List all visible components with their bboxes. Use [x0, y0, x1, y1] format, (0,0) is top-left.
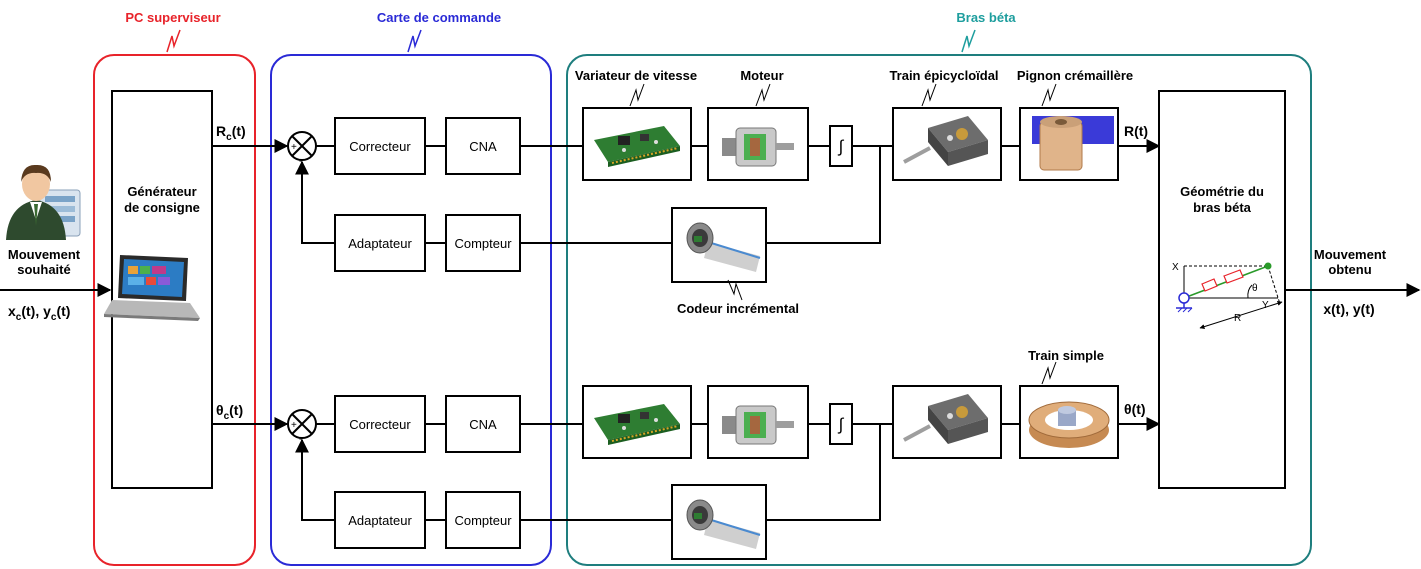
sketch-theta-label: θ [1252, 283, 1258, 294]
pc-superviseur-label: PC superviseur [125, 10, 220, 25]
input-label-line2: souhaité [17, 262, 70, 277]
compteur-label-theta: Compteur [454, 513, 512, 528]
output-label-line2: obtenu [1328, 262, 1371, 277]
geometrie-line1: Géométrie du [1180, 184, 1264, 199]
theta-output-label: θ(t) [1124, 401, 1146, 417]
variateur-label: Variateur de vitesse [575, 68, 697, 83]
r-output-label: R(t) [1124, 123, 1148, 139]
moteur-link-squiggle [756, 84, 770, 106]
variateur-link-squiggle [630, 84, 644, 106]
arm-link-squiggle [962, 30, 975, 52]
card-link-squiggle [408, 30, 421, 52]
correcteur-label-theta: Correcteur [349, 417, 411, 432]
sketch-r-label: R [1234, 313, 1241, 324]
train-epi-link-squiggle [922, 84, 936, 106]
train-epi-label: Train épicycloïdal [889, 68, 998, 83]
sketch-x-label: X [1172, 262, 1179, 273]
thetac-signal-label: θc(t) [216, 402, 243, 422]
train-simple-label: Train simple [1028, 348, 1104, 363]
correcteur-label-r: Correcteur [349, 139, 411, 154]
adaptateur-label-theta: Adaptateur [348, 513, 412, 528]
pignon-link-squiggle [1042, 84, 1056, 106]
pc-link-squiggle [167, 30, 180, 52]
sum-r-plus: + [291, 142, 297, 153]
feedback-theta-wire [302, 440, 335, 520]
geometrie-block [1159, 91, 1285, 488]
input-label-line1: Mouvement [8, 247, 81, 262]
bras-beta-label: Bras béta [956, 10, 1016, 25]
feedback-r-wire [302, 162, 335, 243]
output-label-line1: Mouvement [1314, 247, 1387, 262]
sketch-y-label: Y [1262, 300, 1269, 311]
train-simple-link-squiggle [1042, 362, 1056, 384]
generateur-line2: de consigne [124, 200, 200, 215]
adaptateur-label-r: Adaptateur [348, 236, 412, 251]
rc-signal-label: Rc(t) [216, 123, 246, 143]
compteur-label-r: Compteur [454, 236, 512, 251]
spur-gear-icon [1029, 402, 1109, 448]
pignon-label: Pignon crémaillère [1017, 68, 1133, 83]
geometrie-line2: bras béta [1193, 200, 1252, 215]
cna-label-r: CNA [469, 139, 497, 154]
generateur-line1: Générateur [127, 184, 196, 199]
input-signal-label: xc(t), yc(t) [8, 303, 70, 323]
user-icon [6, 165, 80, 240]
sum-theta-plus: + [291, 420, 297, 431]
output-signal-label: x(t), y(t) [1323, 301, 1374, 317]
carte-commande-label: Carte de commande [377, 10, 501, 25]
codeur-label: Codeur incrémental [677, 301, 799, 316]
moteur-label: Moteur [740, 68, 783, 83]
cna-label-theta: CNA [469, 417, 497, 432]
